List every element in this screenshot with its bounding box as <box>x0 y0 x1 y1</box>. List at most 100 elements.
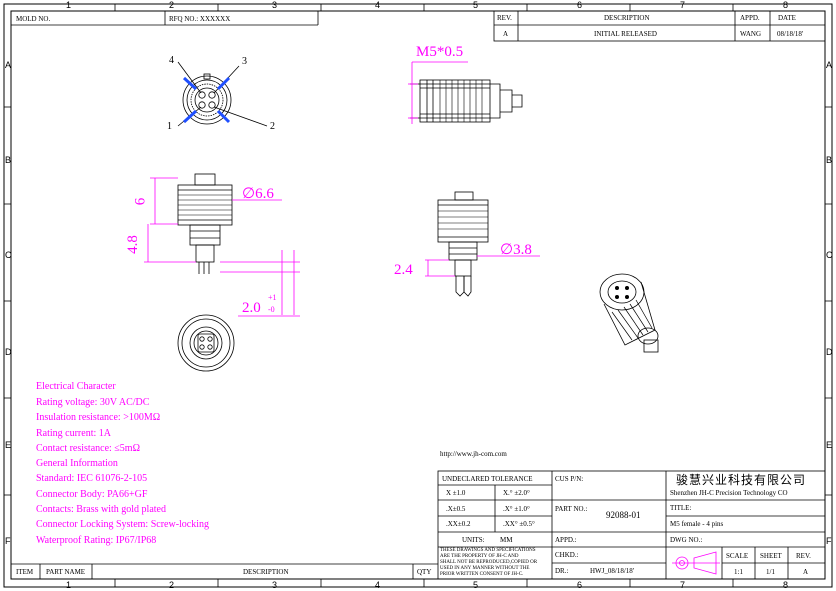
part-no-label: PART NO.: <box>555 505 588 513</box>
zone-col-1-bottom: 1 <box>66 580 72 590</box>
zone-col-4-bottom: 4 <box>375 580 381 590</box>
zone-row-d-right: D <box>826 347 833 357</box>
pin-label-4: 4 <box>169 55 174 66</box>
tol-x1-deg: .X° ±1.0° <box>503 505 530 513</box>
bom-qty-header: QTY <box>417 568 432 576</box>
spec-general-heading: General Information <box>36 458 118 469</box>
tol-xx: .XX±0.2 <box>446 520 471 528</box>
zone-col-4: 4 <box>375 0 381 10</box>
zone-row-d: D <box>5 347 12 357</box>
company-url: http://www.jh-com.com <box>440 450 507 458</box>
zone-col-6: 6 <box>577 0 583 10</box>
zone-col-8: 8 <box>783 0 789 10</box>
rev-value: A <box>503 30 509 38</box>
side-view-mid <box>437 191 489 297</box>
zone-col-7: 7 <box>680 0 686 10</box>
spec-electrical-heading: Electrical Character <box>36 381 116 392</box>
tol-x1: .X±0.5 <box>446 505 466 513</box>
zone-col-5-bottom: 5 <box>473 580 479 590</box>
rev-date: 08/18/18' <box>777 30 804 38</box>
spec-waterproof: Waterproof Rating: IP67/IP68 <box>36 535 157 546</box>
zone-row-a-right: A <box>826 60 833 70</box>
pin-label-1: 1 <box>167 121 172 132</box>
tolerance-header: UNDECLARED TOLERANCE <box>442 475 533 483</box>
dim-height-6: 6 <box>132 197 149 206</box>
dim-thread: M5*0.5 <box>416 44 464 60</box>
isometric-view <box>599 273 659 353</box>
zone-col-5: 5 <box>473 0 479 10</box>
chkd-label: CHKD.: <box>555 551 579 559</box>
tol-xx-deg: .XX° ±0.5° <box>503 520 535 528</box>
zone-col-2: 2 <box>169 0 175 10</box>
dim-diameter-small: ∅3.8 <box>500 242 532 258</box>
zone-row-b-right: B <box>826 155 833 165</box>
title-value: M5 female - 4 pins <box>670 520 724 528</box>
units-value: MM <box>500 536 513 544</box>
spec-body: Connector Body: PA66+GF <box>36 489 148 500</box>
bom-item-header: ITEM <box>16 568 34 576</box>
rev-label-tb: REV. <box>796 552 811 560</box>
tol-x-deg: X.° ±2.0° <box>503 489 530 497</box>
spec-insulation: Insulation resistance: >100MΩ <box>36 412 161 423</box>
appd-header: APPD. <box>740 14 760 22</box>
zone-col-3: 3 <box>272 0 278 10</box>
appd-label: APPD.: <box>555 536 577 544</box>
tol-x: X ±1.0 <box>446 489 466 497</box>
scale-value: 1:1 <box>734 568 743 576</box>
pin-face-view <box>177 61 268 127</box>
notice-line-5: PRIOR WRITTEN CONSENT OF JH-C. <box>440 572 524 577</box>
date-header: DATE <box>778 14 796 22</box>
notice-line-4: USED IN ANY MANNER WITHOUT THE <box>440 566 530 571</box>
zone-col-3-bottom: 3 <box>272 580 278 590</box>
zone-row-f: F <box>5 536 11 546</box>
dim-tol-minus: -0 <box>268 305 275 314</box>
spec-standard: Standard: IEC 61076-2-105 <box>36 473 148 484</box>
bom-description-header: DESCRIPTION <box>243 568 289 576</box>
side-view-main <box>177 173 233 274</box>
dim-tol-plus: +1 <box>268 293 277 302</box>
spec-locking: Connector Locking System: Screw-locking <box>36 519 210 530</box>
dim-diameter-main: ∅6.6 <box>242 186 274 202</box>
rfq-no-label: RFQ NO.: XXXXXX <box>169 15 231 23</box>
company-name-cn: 骏慧兴业科技有限公司 <box>676 473 807 487</box>
zone-row-b: B <box>5 155 12 165</box>
rev-value-tb: A <box>803 568 809 576</box>
spec-current: Rating current: 1A <box>36 428 111 439</box>
zone-row-e-right: E <box>826 440 833 450</box>
rev-description: INITIAL RELEASED <box>594 30 657 38</box>
bottom-face-view <box>177 314 235 372</box>
cus-pn-label: CUS P/N: <box>555 475 584 483</box>
mold-no-label: MOLD NO. <box>16 15 51 23</box>
dwg-no-label: DWG NO.: <box>670 536 703 544</box>
bom-part-name-header: PART NAME <box>46 568 86 576</box>
part-no-value: 92088-01 <box>606 510 641 520</box>
scale-label: SCALE <box>726 552 749 560</box>
side-view-thread <box>410 79 523 123</box>
spec-voltage: Rating voltage: 30V AC/DC <box>36 397 150 408</box>
zone-col-6-bottom: 6 <box>577 580 583 590</box>
sheet-value: 1/1 <box>766 568 775 576</box>
zone-row-c: C <box>5 250 12 260</box>
spec-contact-resistance: Contact resistance: ≤5mΩ <box>36 443 141 454</box>
zone-col-8-bottom: 8 <box>783 580 789 590</box>
notice-line-1: THESE DRAWINGS AND SPECIFICATIONS <box>440 548 536 553</box>
zone-col-1: 1 <box>66 0 72 10</box>
description-header: DESCRIPTION <box>604 14 650 22</box>
company-name-en: Shenzhen JH-C Precision Technology CO <box>670 489 788 497</box>
notice-line-2: ARE THE PROPERTY OF JH-C AND <box>440 554 519 559</box>
dim-length-2: 2.0 <box>242 300 261 316</box>
spec-contacts: Contacts: Brass with gold plated <box>36 504 166 515</box>
rev-appd: WANG <box>740 30 761 38</box>
notice-line-3: SHALL NOT BE REPRODUCED,COPIED OR <box>440 560 538 565</box>
dr-label: DR.: <box>555 567 569 575</box>
zone-row-a: A <box>5 60 12 70</box>
zone-row-e: E <box>5 440 12 450</box>
dim-height-48: 4.8 <box>124 235 141 254</box>
pin-label-2: 2 <box>270 121 275 132</box>
sheet-label: SHEET <box>760 552 782 560</box>
projection-symbol <box>672 551 720 575</box>
units-label: UNITS: <box>462 536 485 544</box>
dr-value: HWJ_08/18/18' <box>590 567 635 575</box>
rev-header: REV. <box>497 14 512 22</box>
